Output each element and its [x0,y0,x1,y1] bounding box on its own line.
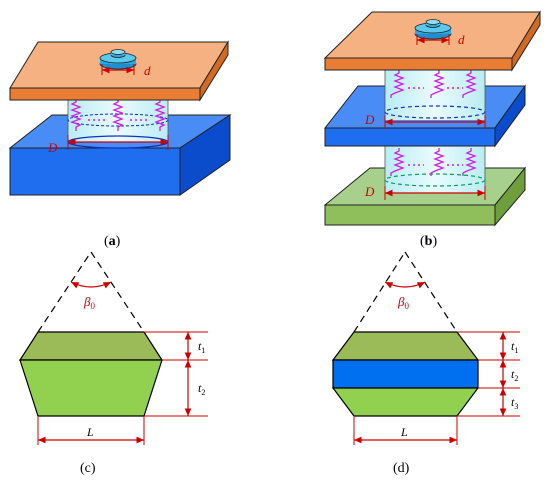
dimension-d-a: d [101,63,151,78]
label-D-a: D [47,140,58,155]
label-t1-d: t1 [511,339,518,355]
layer-stack-d [331,331,480,417]
length-dim-c [37,416,145,445]
label-L-d: L [400,425,408,439]
panel-b: D D [323,10,541,249]
label-beta-d: β0 [397,294,409,311]
dimension-D-a: D [47,135,169,155]
label-t2-d: t2 [511,367,518,383]
label-t2-c: t2 [198,381,205,397]
thickness-dims-d [457,331,520,417]
length-dim-d [353,416,458,445]
label-D-bottom-b: D [364,184,375,199]
label-L-c: L [86,425,94,439]
knob-a [99,49,137,70]
apex-dashed-d [353,251,458,333]
beta-angle-d: β0 [384,281,426,311]
panel-d: β0 t1 t2 t3 L (d) [331,251,520,476]
dimension-D-bottom-b: D [364,184,486,200]
caption-c: (c) [80,461,96,476]
springs-a [70,98,166,131]
caption-b: (b) [420,234,437,249]
beta-angle-c: β0 [70,281,112,311]
knob-b [414,19,452,40]
thickness-dims-c [144,331,208,417]
upper-springs-b [390,70,477,98]
label-d-b: d [458,32,465,47]
panel-a: D d (a) [8,40,232,249]
dimension-D-top-b: D [364,112,486,129]
panel-c: β0 t1 t2 L (c) [18,251,208,476]
base-plate-a [8,114,232,196]
label-beta-c: β0 [83,294,95,311]
caption-a: (a) [104,234,121,249]
apex-dashed-c [37,251,145,333]
caption-d: (d) [393,461,410,476]
label-d-a: d [144,63,151,78]
dimension-d-b: d [416,32,465,47]
label-t3-d: t3 [511,395,518,411]
lower-springs-b [390,148,477,176]
layer-stack-c [18,331,164,417]
label-t1-c: t1 [198,339,205,355]
label-D-top-b: D [364,112,375,127]
